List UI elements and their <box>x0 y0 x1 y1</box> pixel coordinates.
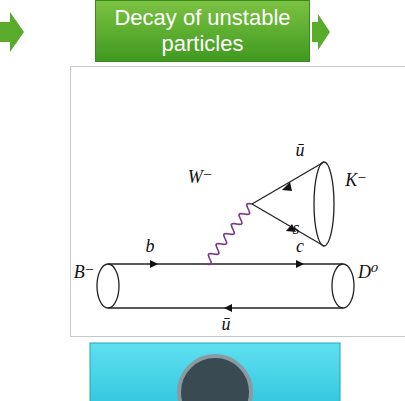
particle-label: K⁻ <box>345 170 367 190</box>
hadron-ellipse <box>332 264 354 308</box>
quark-line <box>108 263 343 264</box>
particle-label: D⁰ <box>358 262 378 282</box>
hadron-ellipse <box>97 264 119 308</box>
particle-label: B⁻ <box>74 262 95 282</box>
quark-arrow <box>150 260 158 268</box>
title-box: Decay of unstable particles <box>95 0 310 62</box>
particle-label: c <box>296 236 304 256</box>
particle-label: b <box>146 236 155 256</box>
particle-label: ū <box>222 314 231 334</box>
flow-arrow <box>0 12 24 52</box>
quark-line <box>252 204 324 246</box>
quark-line <box>252 162 324 204</box>
hadron-ellipse <box>314 162 334 246</box>
quark-arrow <box>224 304 232 312</box>
detector-circle <box>179 356 251 401</box>
particle-label: s <box>292 218 299 238</box>
w-boson-line <box>206 204 252 265</box>
title-text: Decay of unstable particles <box>106 5 299 57</box>
particle-label: W⁻ <box>188 167 213 187</box>
particle-label: ū <box>296 140 305 160</box>
diagram-frame <box>71 67 405 337</box>
quark-arrow <box>282 182 292 191</box>
quark-arrow <box>296 260 304 268</box>
flow-arrow <box>312 14 330 50</box>
